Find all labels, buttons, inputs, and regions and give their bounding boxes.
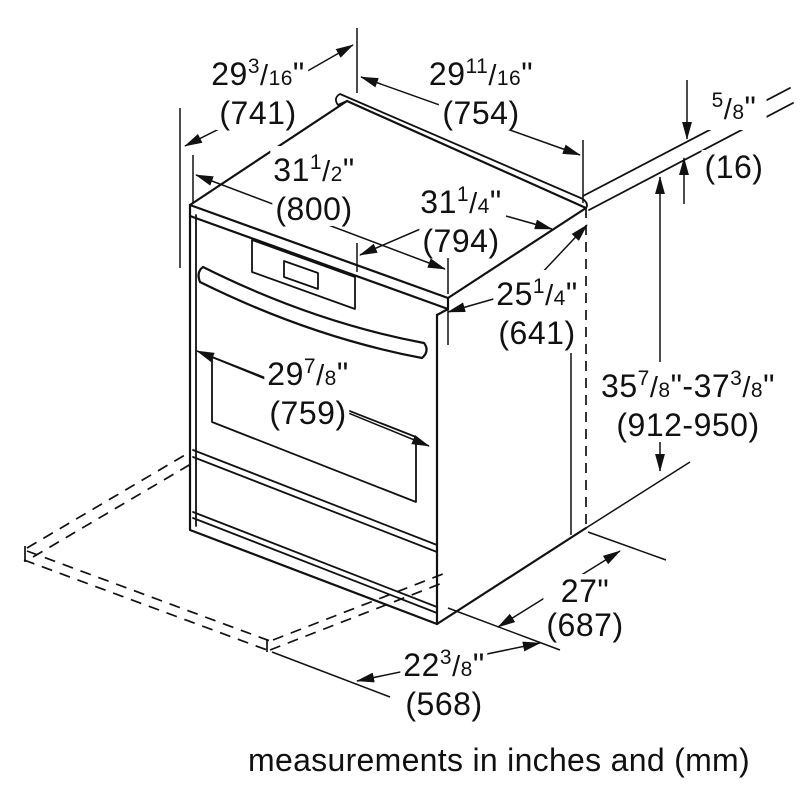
door-handle <box>197 265 428 360</box>
dim-label-5-8: 5/8"(16) <box>701 84 767 184</box>
ext-rear-floor <box>587 531 667 561</box>
dim-794-right-leader <box>505 215 553 230</box>
dim-641-right-leader <box>537 224 588 278</box>
floor-line-extension <box>585 461 691 529</box>
dim-label-22-3-8: 223/8"(568) <box>400 641 488 721</box>
storage-drawer-bottom <box>192 511 438 614</box>
dim-label-31-1-2: 311/2"(800) <box>270 146 358 226</box>
dim-label-31-1-4: 311/4"(794) <box>417 178 505 258</box>
dim-label-29-7-8: 297/8"(759) <box>264 350 352 430</box>
dim-label-height-range: 357/8"-373/8"(912-950) <box>598 362 778 442</box>
counter-footprint-dashed <box>23 208 587 652</box>
door-drawer-divide <box>192 449 438 553</box>
ext-front-floor <box>447 607 561 651</box>
dim-741-right-leader <box>303 44 354 74</box>
dim-label-29-3-16: 293/16"(741) <box>208 50 308 130</box>
dim-label-27: 27"(687) <box>543 574 627 642</box>
units-caption: measurements in inches and (mm) <box>248 742 750 778</box>
ext-footprint-corner <box>271 651 391 698</box>
dim-label-29-11-16: 2911/16"(754) <box>425 50 537 130</box>
dim-label-25-1-4: 251/4"(641) <box>493 270 581 350</box>
front-face <box>188 203 439 626</box>
